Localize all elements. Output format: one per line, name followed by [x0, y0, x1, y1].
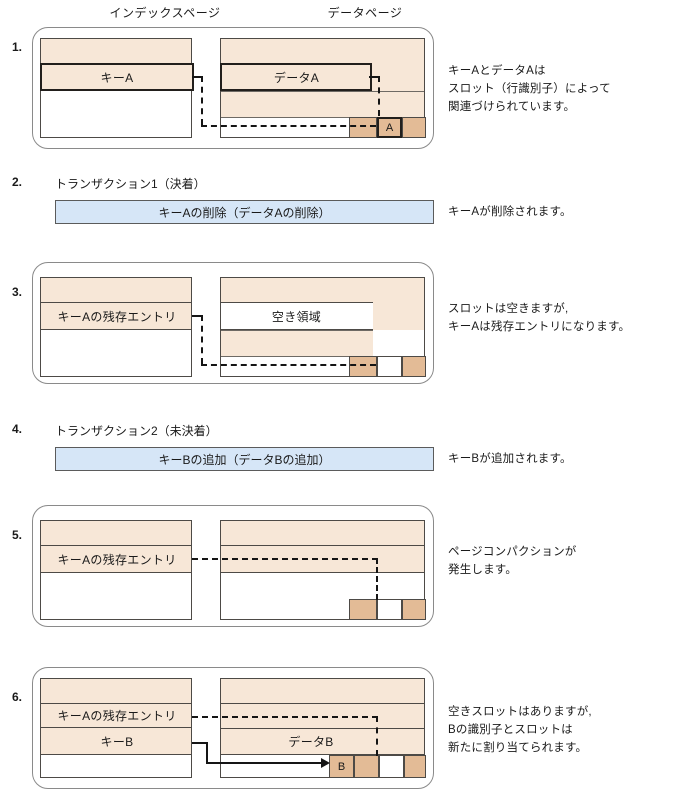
- step-6-key-b-entry: [41, 728, 191, 755]
- step-3-slot-empty: [377, 356, 402, 377]
- step-4-transaction-title: トランザクション2（未決着）: [55, 424, 218, 438]
- step-5-connector-horizontal: [192, 558, 378, 560]
- step-3-data-page: 空き領域: [220, 277, 426, 377]
- step-6-data-b-row: [221, 728, 424, 755]
- step-2-transaction-bar[interactable]: キーAの削除（データAの削除）: [55, 200, 434, 224]
- step-1-key-label: キーA: [100, 70, 134, 85]
- step-6-residual-entry: [41, 703, 191, 728]
- step-5-slot-filler-left: [349, 599, 377, 620]
- step-3-index-page: キーAの残存エントリ: [40, 277, 192, 377]
- step-5-connector-vertical: [376, 558, 378, 600]
- step-3-connector-horizontal: [201, 364, 376, 366]
- step-3-slot-filler-left: [349, 356, 377, 377]
- step-1-key-connector-vertical: [201, 76, 203, 125]
- step-1-data-connector-vertical: [378, 76, 380, 116]
- step-3-free-space-label: 空き領域: [271, 309, 322, 324]
- step-5-index-page: キーAの残存エントリ: [40, 520, 192, 620]
- step-2-transaction-title: トランザクション1（決着）: [55, 177, 206, 191]
- step-3-connector-vertical: [201, 315, 203, 364]
- step-6-slot-filler-right: [404, 755, 426, 778]
- step-1-slot-filler-right: [402, 117, 426, 138]
- step-1-slot-filler-left: [349, 117, 377, 138]
- step-6-keyb-connector-horizontal: [206, 762, 324, 764]
- step-number-5: 5.: [12, 528, 23, 542]
- step-1-key-connector-horizontal: [201, 125, 376, 127]
- step-3-residual-entry: [41, 302, 191, 330]
- step-5-slot-empty: [377, 599, 402, 620]
- step-1-data-connector-stub: [369, 76, 379, 78]
- step-3-connector-stub: [192, 315, 202, 317]
- step-6-keyb-connector-stub: [192, 742, 208, 744]
- step-6-keyb-arrowhead: [321, 758, 330, 768]
- step-number-3: 3.: [12, 285, 23, 299]
- step-6-residual-entry-label: キーAの残存エントリ: [57, 709, 177, 723]
- step-1-key-connector-stub: [192, 76, 202, 78]
- step-6-slot-filler-left: [354, 755, 379, 778]
- step-1-index-page: キーA: [40, 38, 194, 138]
- step-5-slot-filler-right: [402, 599, 426, 620]
- step-4-transaction-bar[interactable]: キーBの追加（データBの追加）: [55, 447, 434, 471]
- step-1-key-entry: [40, 63, 194, 91]
- step-5-note: ページコンパクションが 発生します。: [448, 546, 577, 576]
- step-6-data-b-label: データB: [288, 735, 334, 749]
- step-6-slot-empty: [379, 755, 404, 778]
- step-6-slot-b: B: [329, 755, 354, 778]
- step-6-keyb-connector-vertical: [206, 742, 208, 764]
- step-3-free-space: [221, 302, 373, 330]
- column-header-index-page: インデックスページ: [109, 6, 221, 20]
- step-number-1: 1.: [12, 40, 23, 54]
- step-1-data-label: データA: [273, 70, 320, 85]
- step-5-data-page: [220, 520, 426, 620]
- step-6-note: 空きスロットはありますが, Bの識別子とスロットは 新たに割り当てられます。: [448, 706, 592, 754]
- step-5-residual-entry-label: キーAの残存エントリ: [57, 552, 177, 567]
- step-6-index-page: キーAの残存エントリ キーB: [40, 678, 192, 778]
- step-number-4: 4.: [12, 422, 23, 436]
- step-number-2: 2.: [12, 175, 23, 189]
- step-number-6: 6.: [12, 690, 23, 704]
- step-1-slot-a: A: [377, 117, 402, 138]
- column-header-data-page: データページ: [327, 6, 403, 20]
- step-3-note: スロットは空きますが, キーAは残存エントリになります。: [448, 303, 631, 333]
- step-1-data-page: データA A: [220, 38, 426, 138]
- step-3-residual-entry-label: キーAの残存エントリ: [57, 309, 177, 324]
- step-1-note: キーAとデータAは スロット（行識別子）によって 関連づけられています。: [448, 65, 611, 113]
- step-6-residual-connector-horizontal: [192, 716, 378, 718]
- step-3-slot-filler-right: [402, 356, 426, 377]
- step-6-key-b-label: キーB: [100, 735, 134, 749]
- step-5-residual-entry: [41, 545, 191, 573]
- step-4-note: キーBが追加されます。: [448, 453, 572, 465]
- step-6-residual-connector-vertical: [376, 716, 378, 756]
- step-2-note: キーAが削除されます。: [448, 206, 572, 218]
